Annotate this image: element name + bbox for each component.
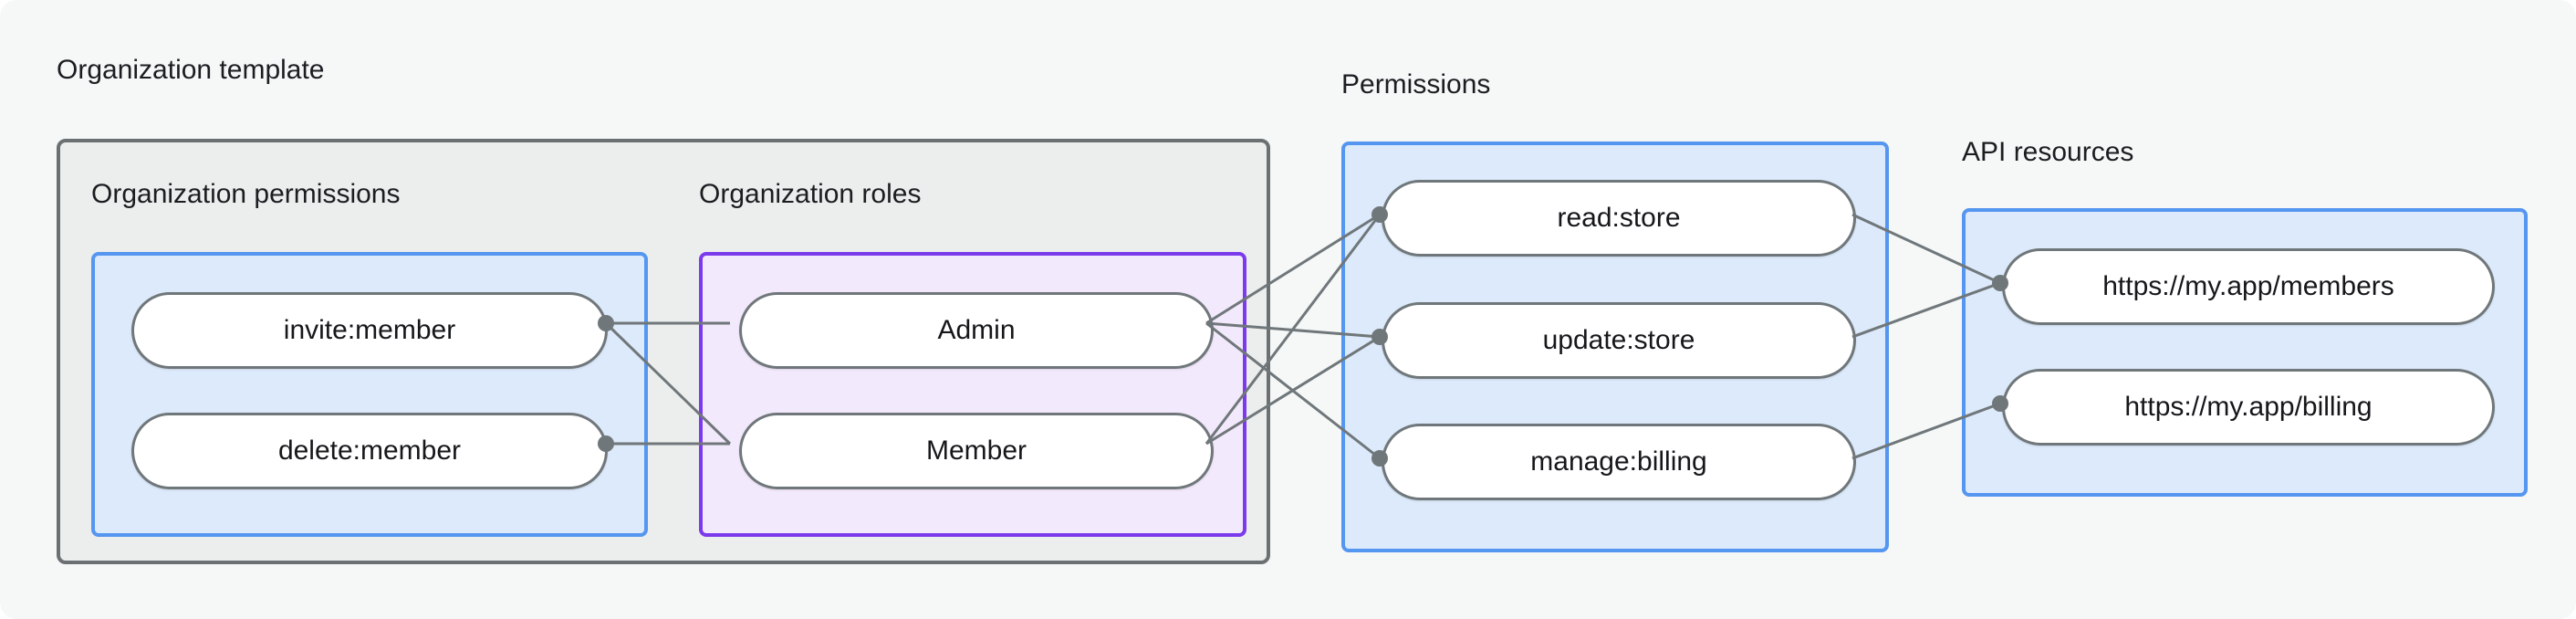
node-manage-billing[interactable]: manage:billing — [1382, 424, 1856, 500]
api-resources-box: https://my.app/members https://my.app/bi… — [1962, 208, 2528, 497]
node-role-member[interactable]: Member — [739, 413, 1214, 489]
organization-template-container: Organization permissions invite:member d… — [57, 139, 1270, 564]
group-title-api-resources: API resources — [1962, 137, 2134, 167]
section-title-organization-permissions: Organization permissions — [91, 179, 401, 209]
node-invite-member[interactable]: invite:member — [131, 292, 608, 369]
group-title-permissions: Permissions — [1341, 69, 1491, 100]
node-api-members[interactable]: https://my.app/members — [2002, 248, 2495, 325]
organization-permissions-box: invite:member delete:member — [91, 252, 648, 537]
group-title-organization-template: Organization template — [57, 55, 325, 85]
section-title-organization-roles: Organization roles — [699, 179, 922, 209]
node-delete-member[interactable]: delete:member — [131, 413, 608, 489]
organization-roles-box: Admin Member — [699, 252, 1246, 537]
node-read-store[interactable]: read:store — [1382, 180, 1856, 257]
node-role-admin[interactable]: Admin — [739, 292, 1214, 369]
node-update-store[interactable]: update:store — [1382, 302, 1856, 379]
permissions-box: read:store update:store manage:billing — [1341, 142, 1889, 552]
node-api-billing[interactable]: https://my.app/billing — [2002, 369, 2495, 446]
